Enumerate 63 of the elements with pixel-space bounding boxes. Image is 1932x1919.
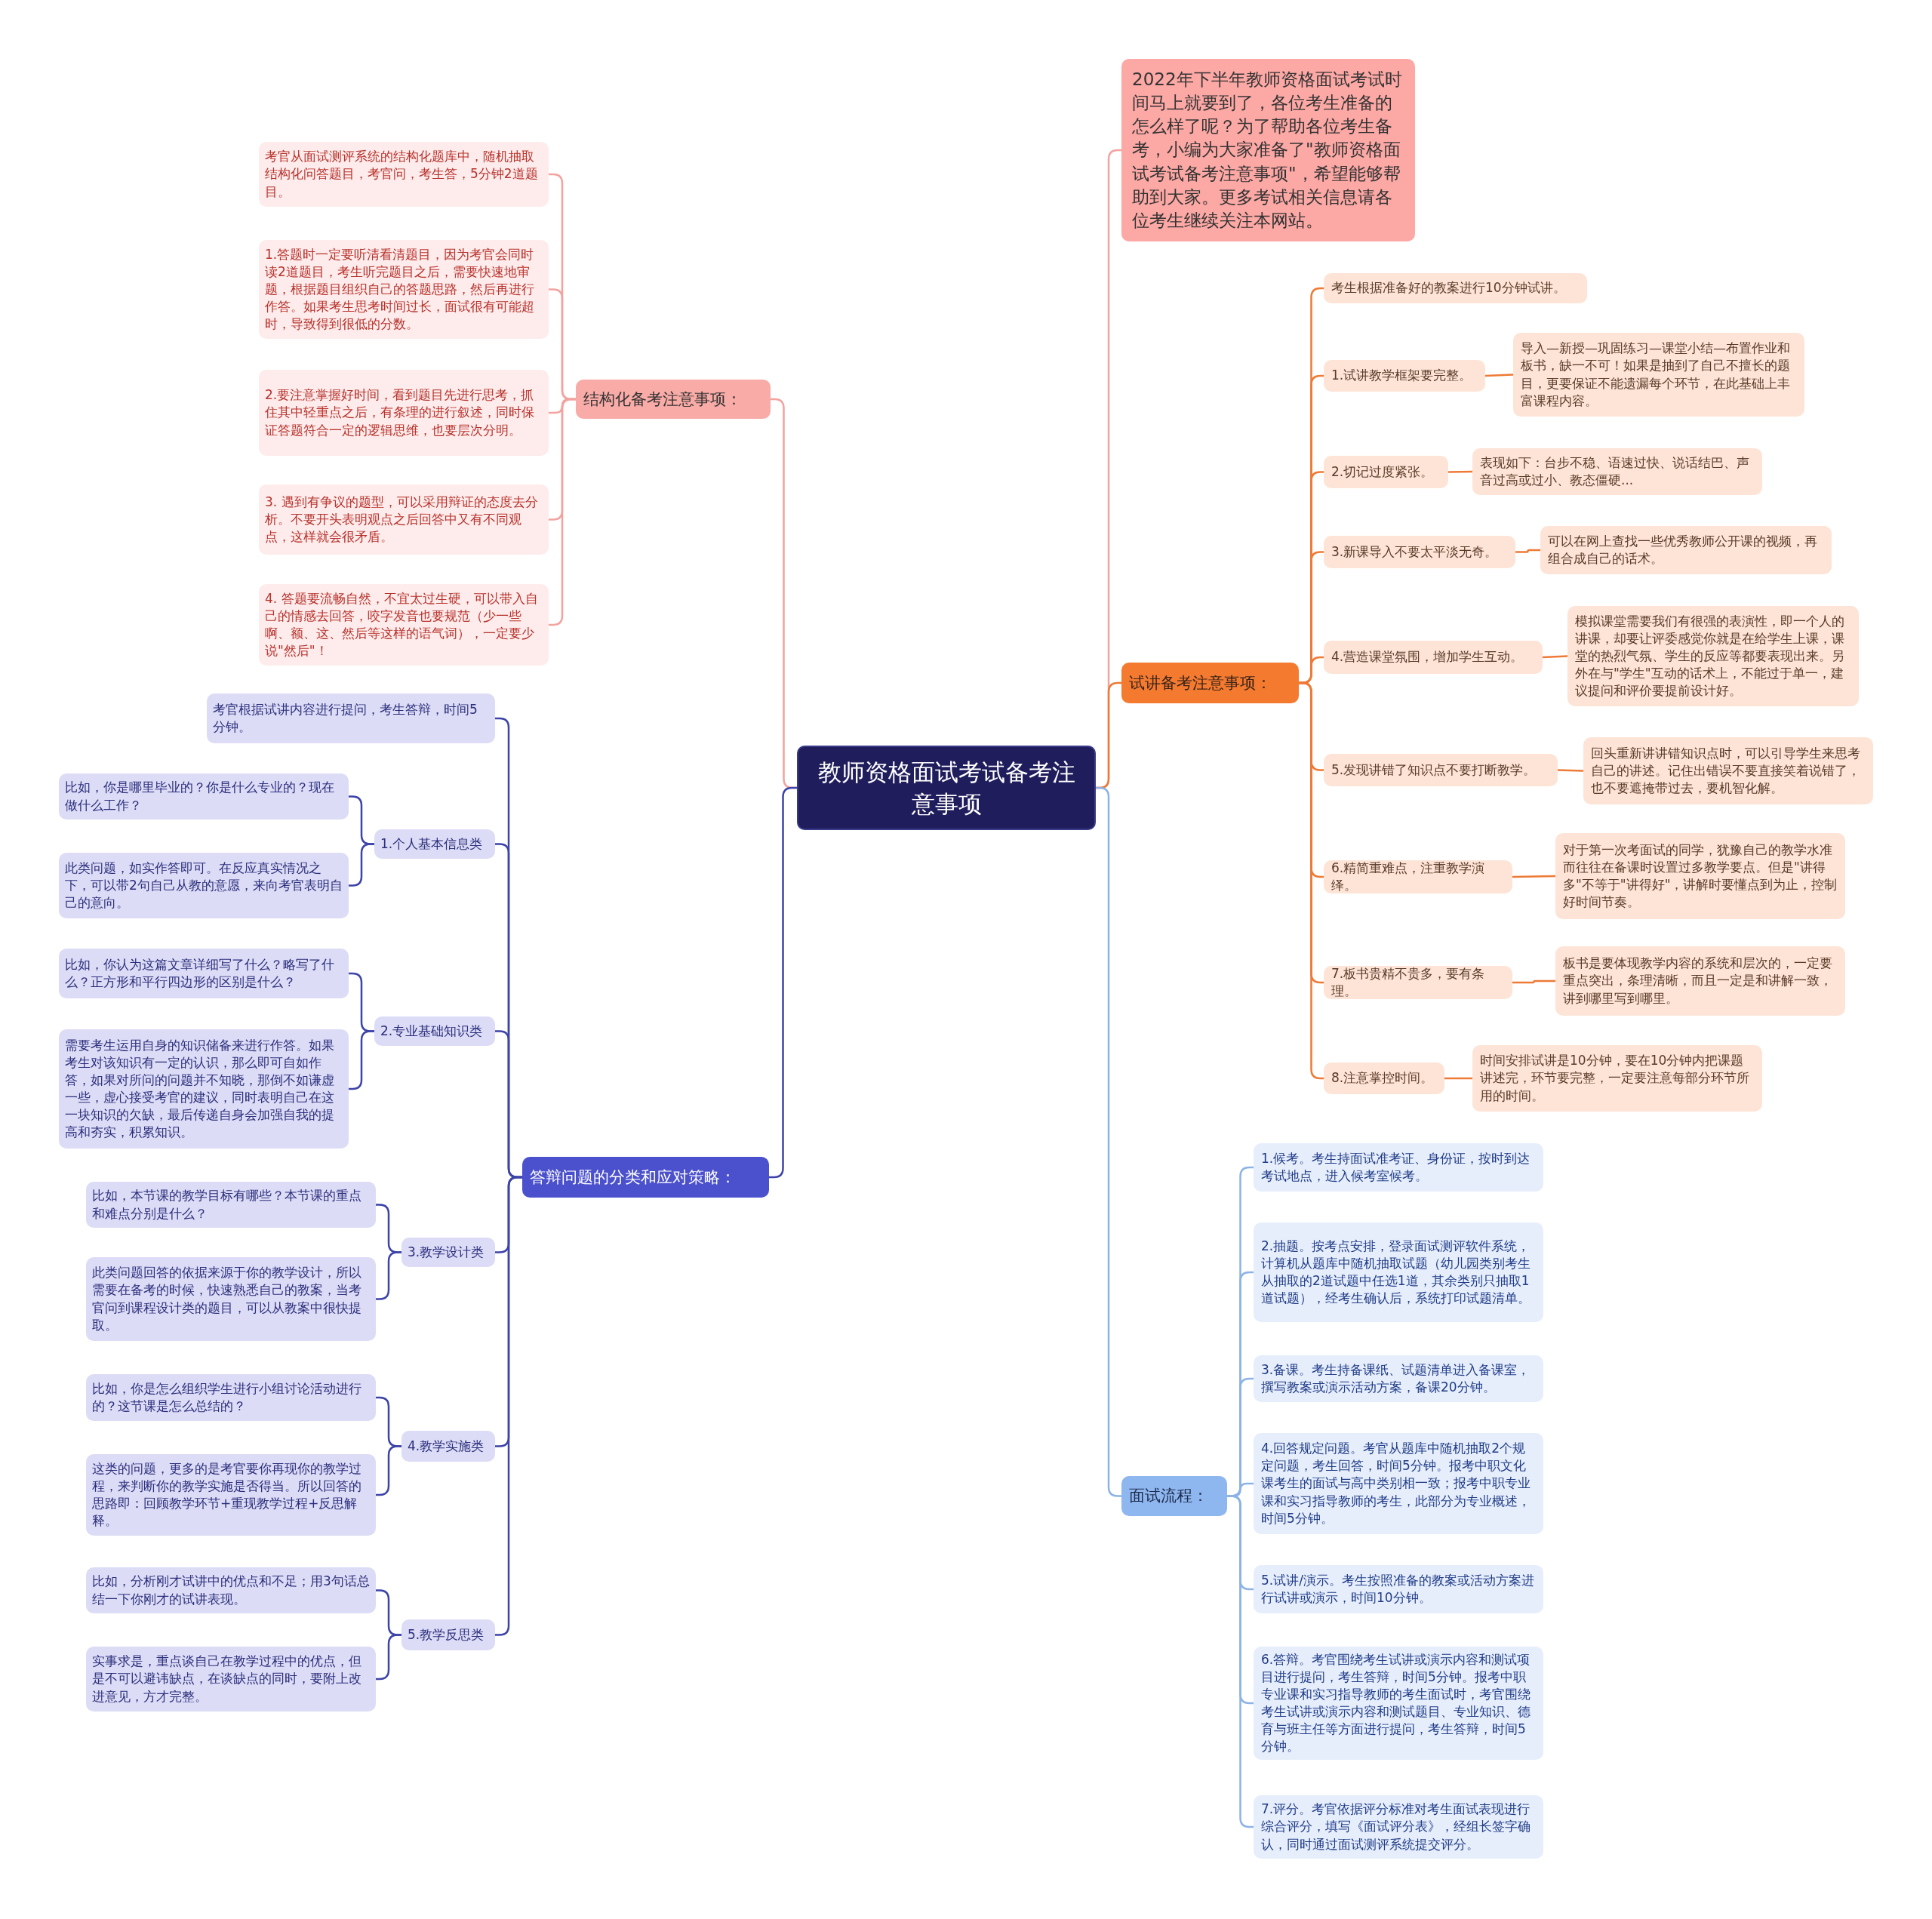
- branch-topic-box: 试讲备考注意事项：: [1121, 663, 1299, 703]
- subtopic-box: 2.切记过度紧张。: [1324, 456, 1448, 488]
- subtopic-box: 3.备课。考生持备课纸、试题清单进入备课室，撰写教案或演示活动方案，备课20分钟。: [1254, 1355, 1543, 1402]
- connector-line: [1512, 979, 1555, 984]
- subtopic-box: 5.试讲/演示。考生按照准备的教案或活动方案进行试讲或演示，时间10分钟。: [1254, 1565, 1543, 1613]
- subtopic-box: 8.注意掌控时间。: [1324, 1063, 1444, 1094]
- connector-line: [1542, 655, 1568, 659]
- subtopic-box: 考官从面试测评系统的结构化题库中，随机抽取结构化问答题目，考官问，考生答，5分钟2道题目。: [259, 142, 549, 207]
- connector-line: [1512, 875, 1556, 878]
- subtopic-box: 比如，本节课的教学目标有哪些？本节课的重点和难点分别是什么？: [86, 1182, 376, 1228]
- subtopic-box: 2.要注意掌握好时间，看到题目先进行思考，抓住其中轻重点之后，有条理的进行叙述，同时保证答题符合一定的逻辑思维，也要层次分明。: [259, 370, 549, 456]
- subtopic-box: 6.精简重难点，注重教学演绎。: [1324, 860, 1512, 893]
- subtopic-box: 导入—新授—巩固练习—课堂小结—布置作业和板书，缺一不可！如果是抽到了自己不擅长的题目，更要保证不能遗漏每个环节，在此基础上丰富课程内容。: [1513, 333, 1804, 417]
- subtopic-box: 3.教学设计类: [401, 1238, 495, 1267]
- connector-line: [1447, 470, 1473, 473]
- subtopic-box: 5.发现讲错了知识点不要打断教学。: [1324, 754, 1558, 786]
- subtopic-box: 可以在网上查找一些优秀教师公开课的视频，再组合成自己的话术。: [1540, 526, 1832, 574]
- subtopic-box: 此类问题回答的依据来源于你的教学设计，所以需要在备考的时候，快速熟悉自己的教案，当考官问到课程设计类的题目，可以从教案中很快提取。: [86, 1257, 376, 1341]
- subtopic-box: 6.答辩。考官围绕考生试讲或演示内容和测试项目进行提问，考生答辩，时间5分钟。报考中职专业课和实习指导教师的考生面试时，考官围绕考生试讲或演示内容和测试题目、专业知识、德育与班主任等方面进行提问，考生答辩，时间5分钟。: [1254, 1647, 1543, 1760]
- subtopic-box: 5.教学反思类: [401, 1619, 495, 1650]
- connector-line: [376, 1445, 401, 1496]
- subtopic-box: 表现如下：台步不稳、语速过快、说话结巴、声音过高或过小、教态僵硬...: [1472, 448, 1762, 495]
- subtopic-box: 模拟课堂需要我们有很强的表演性，即一个人的讲课，却要让评委感觉你就是在给学生上课，课堂的热烈气氛、学生的反应等都要表现出来。另外在与"学生"互动的话术上，不能过于单一，建议提问和评价要提前设计好。: [1567, 606, 1859, 706]
- subtopic-box: 对于第一次考面试的同学，犹豫自己的教学水准而往往在备课时设置过多教学要点。但是"讲得多"不等于"讲得好"，讲解时要懂点到为止，控制好时间节奏。: [1555, 833, 1845, 919]
- subtopic-box: 4.教学实施类: [401, 1431, 495, 1462]
- connector-line: [1557, 769, 1584, 772]
- subtopic-box: 板书是要体现教学内容的系统和层次的，一定要重点突出，条理清晰，而且一定是和讲解一致，讲到哪里写到哪里。: [1555, 946, 1845, 1016]
- subtopic-box: 比如，分析刚才试讲中的优点和不足；用3句话总结一下你刚才的试讲表现。: [86, 1567, 376, 1613]
- branch-topic-box: 面试流程：: [1121, 1476, 1227, 1516]
- subtopic-box: 7.板书贵精不贵多，要有条理。: [1324, 966, 1512, 999]
- subtopic-box: 4.营造课堂氛围，增加学生互动。: [1324, 641, 1543, 674]
- subtopic-box: 比如，你是怎么组织学生进行小组讨论活动进行的？这节课是怎么总结的？: [86, 1374, 376, 1421]
- subtopic-box: 此类问题，如实作答即可。在反应真实情况之下，可以带2句自己从教的意愿，来向考官表明自己的意向。: [59, 853, 349, 918]
- connector-line: [769, 786, 797, 1179]
- subtopic-box: 1.答题时一定要听清看清题目，因为考官会同时读2道题目，考生听完题目之后，需要快速地审题，根据题目组织自己的答题思路，然后再进行作答。如果考生思考时间过长，面试很有可能超时，导致得到很低的分数。: [259, 240, 549, 339]
- subtopic-box: 时间安排试讲是10分钟，要在10分钟内把课题讲述完，环节要完整，一定要注意每部分环节所用的时间。: [1472, 1045, 1762, 1112]
- connector-line: [1484, 374, 1514, 377]
- connector-line: [1515, 549, 1540, 553]
- connector-line: [376, 1251, 401, 1300]
- subtopic-box: 7.评分。考官依据评分标准对考生面试表现进行综合评分，填写《面试评分表》，经组长签字确认，同时通过面试测评系统提交评分。: [1254, 1795, 1543, 1859]
- subtopic-box: 3.新课导入不要太平淡无奇。: [1324, 536, 1515, 568]
- subtopic-box: 考官根据试讲内容进行提问，考生答辩，时间5分钟。: [207, 693, 495, 743]
- subtopic-box: 这类的问题，更多的是考官要你再现你的教学过程，来判断你的教学实施是否得当。所以回答的思路即：回顾教学环节+重现教学过程+反思解释。: [86, 1454, 376, 1536]
- subtopic-box: 1.试讲教学框架要完整。: [1324, 360, 1485, 392]
- subtopic-box: 比如，你是哪里毕业的？你是什么专业的？现在做什么工作？: [59, 773, 349, 820]
- subtopic-box: 2.抽题。按考点安排，登录面试测评软件系统，计算机从题库中随机抽取试题（幼儿园类别考生从抽取的2道试题中任选1道，其余类别只抽取1道试题），经考生确认后，系统打印试题清单。: [1254, 1222, 1543, 1322]
- subtopic-box: 实事求是，重点谈自己在教学过程中的优点，但是不可以避讳缺点，在谈缺点的同时，要附上改进意见，方才完整。: [86, 1647, 376, 1711]
- branch-topic-box: 结构化备考注意事项：: [576, 380, 771, 419]
- subtopic-box: 3. 遇到有争议的题型，可以采用辩证的态度去分析。不要开头表明观点之后回答中又有不同观点，这样就会很矛盾。: [259, 484, 549, 555]
- branch-topic-box: 答辩问题的分类和应对策略：: [522, 1157, 769, 1198]
- subtopic-box: 比如，你认为这篇文章详细写了什么？略写了什么？正方形和平行四边形的区别是什么？: [59, 949, 349, 998]
- subtopic-box: 2.专业基础知识类: [374, 1016, 495, 1046]
- subtopic-box: 1.候考。考生持面试准考证、身份证，按时到达考试地点，进入候考室候考。: [1254, 1143, 1543, 1192]
- subtopic-box: 4. 答题要流畅自然，不宜太过生硬，可以带入自己的情感去回答，咬字发音也要规范（少一些啊、额、这、然后等这样的语气词），一定要少说"然后"！: [259, 584, 549, 666]
- subtopic-box: 需要考生运用自身的知识储备来进行作答。如果考生对该知识有一定的认识，那么即可自如作答，如果对所问的问题并不知晓，那倒不如谦虚一些，虚心接受考官的建议，同时表明自己在这一块知识的欠缺，最后传递自身会加强自我的提高和夯实，积累知识。: [59, 1029, 349, 1149]
- connector-line: [1227, 1495, 1254, 1828]
- central-topic-box: 教师资格面试考试备考注意事项: [797, 746, 1096, 830]
- subtopic-box: 1.个人基本信息类: [374, 829, 495, 859]
- connector-line: [1444, 1077, 1472, 1080]
- intro-note-box: 2022年下半年教师资格面试考试时间马上就要到了，各位考生准备的怎么样了呢？为了帮助各位考生备考，小编为大家准备了"教师资格面试考试备考注意事项"，希望能够帮助到大家。更多考试相关信息请各位考生继续关注本网站。: [1121, 59, 1415, 241]
- subtopic-box: 4.回答规定问题。考官从题库中随机抽取2个规定问题，考生回答，时间5分钟。报考中职文化课考生的面试与高中类别相一致；报考中职专业课和实习指导教师的考生，此部分为专业概述，时间5分钟。: [1254, 1433, 1543, 1534]
- subtopic-box: 回头重新讲讲错知识点时，可以引导学生来思考自己的讲述。记住出错误不要直接笑着说错了，也不要遮掩带过去，要机智化解。: [1583, 737, 1873, 804]
- subtopic-box: 考生根据准备好的教案进行10分钟试讲。: [1324, 273, 1587, 303]
